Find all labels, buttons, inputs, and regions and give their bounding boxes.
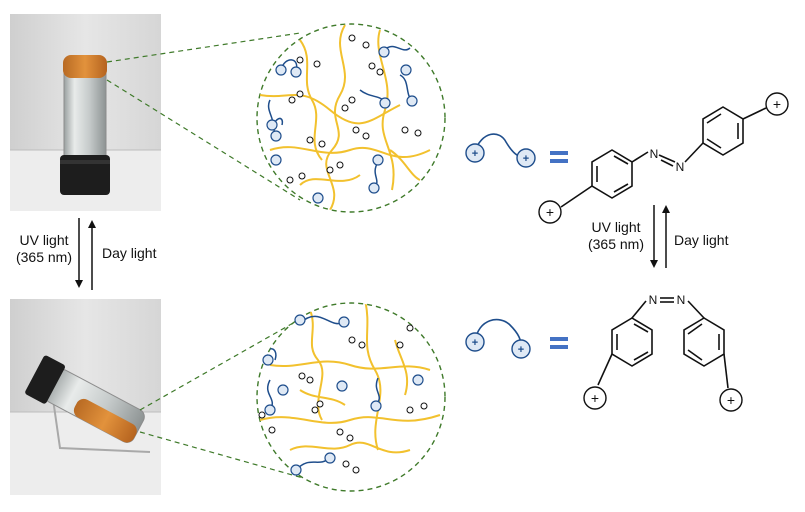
uv-light-line: UV light [591,219,641,235]
photo-sol-state [10,299,161,495]
cation-legend-extended [465,133,568,168]
trans-azobenzene-structure [538,92,789,224]
plus-sign: + [523,153,529,165]
carboxylate-groups [286,34,422,184]
cation-markers [262,314,424,476]
equals-sign [550,151,568,155]
orange-liquid-bottom [73,398,137,443]
left-day-light-label: Day light [102,245,157,261]
left-uv-light-label: UV light (365 nm) [12,232,76,266]
cation-plus-symbol [583,386,607,410]
uv-light-line: UV light [19,232,69,248]
cis-azobenzene-structure [583,297,743,412]
plus-sign: + [773,96,781,112]
nitrogen-atom-label: N [677,293,686,307]
right-transition-arrows [650,205,670,268]
cation-plus-symbol [538,200,562,224]
cation-plus-symbol [719,388,743,412]
plus-sign: + [591,390,599,406]
zoom-lines [106,32,304,479]
plus-sign: + [727,392,735,408]
wavelength-line: (365 nm) [15,249,73,265]
vial-cap [60,155,110,195]
zoom-circle-gel-network [256,23,446,213]
carboxylate-groups [258,324,428,474]
orange-gel-top [63,55,107,78]
plus-sign: + [518,344,524,356]
nitrogen-atom-label: N [649,293,658,307]
left-transition-arrows [75,218,96,290]
wavelength-line: (365 nm) [587,236,645,252]
equals-sign [550,337,568,341]
nitrogen-atom-label: N [676,160,685,174]
plus-sign: + [546,204,554,220]
plus-sign: + [472,337,478,349]
photo-gel-state [10,14,161,211]
right-day-light-label: Day light [674,232,729,248]
cation-legend-bent [465,318,568,359]
nitrogen-atom-label: N [650,147,659,161]
plus-sign: + [472,148,478,160]
right-uv-light-label: UV light (365 nm) [582,219,650,253]
cation-markers [266,46,418,204]
vial-cap [25,355,65,404]
zoom-circle-sol-network [256,302,446,492]
cation-plus-symbol [765,92,789,116]
